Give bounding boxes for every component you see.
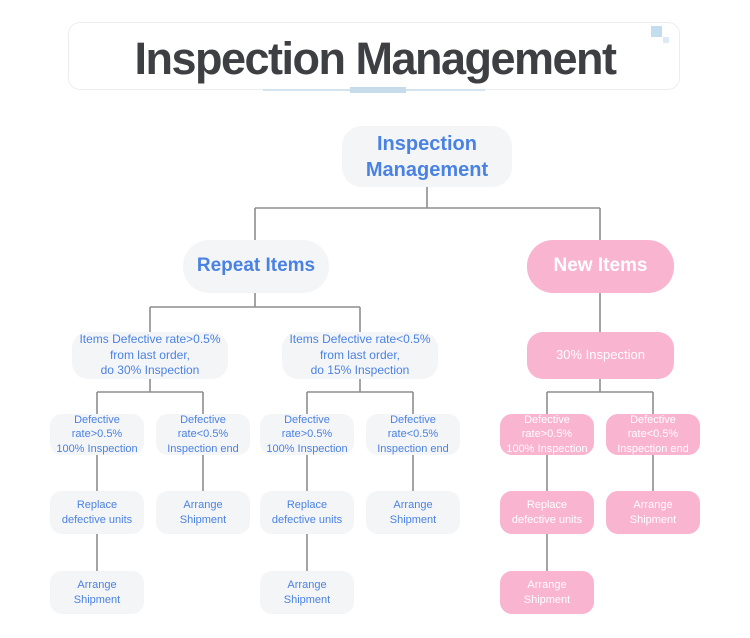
node-30-inspection: 30% Inspection bbox=[527, 332, 674, 379]
node-defect-low-a: Defective rate<0.5% Inspection end bbox=[156, 414, 250, 455]
node-repeat-items: Repeat Items bbox=[183, 240, 329, 293]
node-defect-low-b: Defective rate<0.5% Inspection end bbox=[366, 414, 460, 455]
node-condition-low: Items Defective rate<0.5% from last orde… bbox=[282, 332, 438, 379]
node-defect-high-b: Defective rate>0.5% 100% Inspection bbox=[260, 414, 354, 455]
decor-square-icon bbox=[651, 26, 662, 37]
node-condition-high: Items Defective rate>0.5% from last orde… bbox=[72, 332, 228, 379]
title-underline-accent bbox=[350, 87, 406, 93]
title-card bbox=[68, 22, 680, 90]
node-arrange-b: Arrange Shipment bbox=[366, 491, 460, 534]
page-title: Inspection Management bbox=[134, 33, 617, 84]
node-arrange-final-a: Arrange Shipment bbox=[50, 571, 144, 614]
node-defect-high-a: Defective rate>0.5% 100% Inspection bbox=[50, 414, 144, 455]
node-arrange-a: Arrange Shipment bbox=[156, 491, 250, 534]
node-replace-a: Replace defective units bbox=[50, 491, 144, 534]
node-replace-new: Replace defective units bbox=[500, 491, 594, 534]
decor-square-small-icon bbox=[663, 37, 669, 43]
node-arrange-new: Arrange Shipment bbox=[606, 491, 700, 534]
node-defect-high-new: Defective rate>0.5% 100% Inspection bbox=[500, 414, 594, 455]
node-replace-b: Replace defective units bbox=[260, 491, 354, 534]
node-defect-low-new: Defective rate<0.5% Inspection end bbox=[606, 414, 700, 455]
node-new-items: New Items bbox=[527, 240, 674, 293]
node-arrange-final-b: Arrange Shipment bbox=[260, 571, 354, 614]
node-arrange-final-new: Arrange Shipment bbox=[500, 571, 594, 614]
node-root: Inspection Management bbox=[342, 126, 512, 187]
